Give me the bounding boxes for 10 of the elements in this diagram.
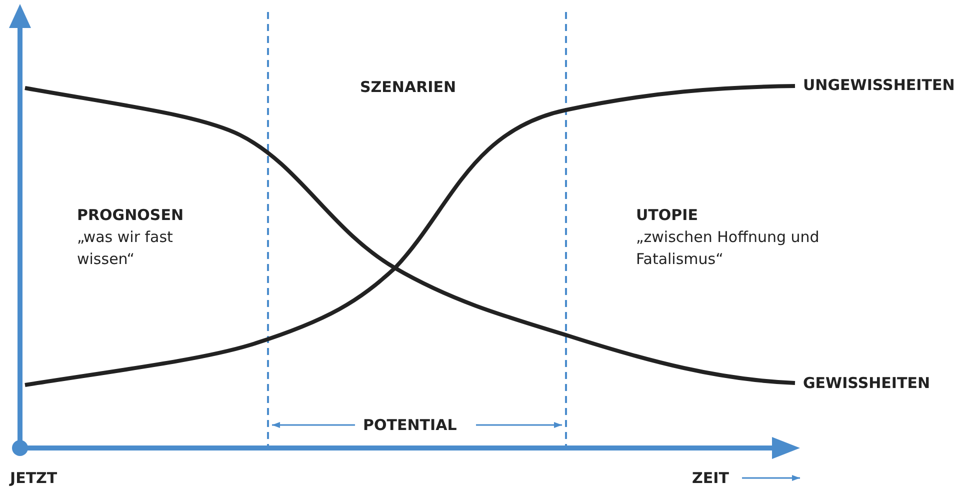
axis-label: JETZT xyxy=(10,468,58,488)
axis-label: ZEIT xyxy=(692,468,729,488)
heading: UTOPIE xyxy=(636,205,698,226)
curve-label: GEWISSHEITEN xyxy=(803,373,930,394)
curve-label: UNGEWISSHEITEN xyxy=(803,75,955,96)
quote-text: „was wir fast wissen“ xyxy=(77,227,174,270)
heading: SZENARIEN xyxy=(360,77,456,98)
quote-text: „zwischen Hoffnung und Fatalismus“ xyxy=(636,227,820,270)
heading: PROGNOSEN xyxy=(77,205,184,226)
dimension-label: POTENTIAL xyxy=(363,415,457,436)
